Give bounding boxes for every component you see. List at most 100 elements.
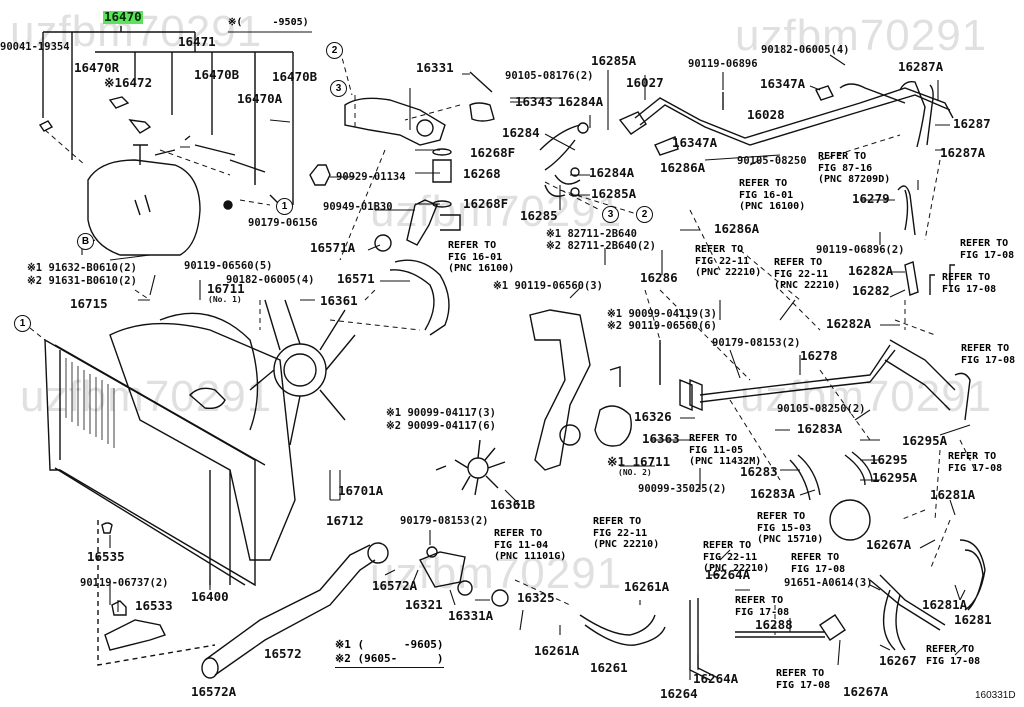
part-label[interactable]: 90119-06896(2): [816, 244, 905, 256]
part-label[interactable]: ※16472: [104, 75, 153, 90]
part-label[interactable]: 91651-A0614(3): [784, 577, 873, 589]
part-label[interactable]: ※1 90119-06560(3): [493, 280, 603, 292]
part-label[interactable]: 16535: [87, 549, 125, 564]
part-label[interactable]: 16361: [320, 293, 358, 308]
part-label[interactable]: 16264A: [705, 567, 751, 582]
part-label[interactable]: 16288: [755, 617, 793, 632]
part-label[interactable]: 16701A: [338, 483, 384, 498]
part-label[interactable]: ※2 91631-B0610(2): [27, 275, 137, 287]
part-label[interactable]: 16295A: [872, 470, 918, 485]
part-label[interactable]: 90105-08176(2): [505, 70, 594, 82]
part-label[interactable]: 16572A: [372, 578, 418, 593]
part-label[interactable]: 16261A: [624, 579, 670, 594]
part-label[interactable]: 16325: [517, 590, 555, 605]
part-label[interactable]: 16278: [800, 348, 838, 363]
part-label[interactable]: 16281: [954, 612, 992, 627]
part-label[interactable]: 16286A: [660, 160, 706, 175]
part-label[interactable]: ※2 90119-06560(6): [607, 320, 717, 332]
part-label[interactable]: 16281A: [930, 487, 976, 502]
part-label[interactable]: ※1 16711: [607, 454, 671, 469]
refer-to-note[interactable]: REFER TO FIG 17-08: [948, 451, 1003, 474]
part-label[interactable]: 16470B: [194, 67, 240, 82]
part-label[interactable]: 16572A: [191, 684, 237, 699]
part-label[interactable]: 16331: [416, 60, 454, 75]
part-label[interactable]: 16279: [852, 191, 890, 206]
part-label[interactable]: 16347A: [760, 76, 806, 91]
part-label[interactable]: 16471: [178, 34, 216, 49]
part-label[interactable]: 16286A: [714, 221, 760, 236]
refer-to-note[interactable]: REFER TO FIG 17-08: [776, 668, 831, 691]
part-label[interactable]: 16284A: [589, 165, 635, 180]
part-label[interactable]: 16264: [660, 686, 698, 701]
part-label[interactable]: 16284A: [558, 94, 604, 109]
part-label[interactable]: 16261: [590, 660, 628, 675]
part-label[interactable]: 16027: [626, 75, 664, 90]
part-label[interactable]: 16283A: [797, 421, 843, 436]
refer-to-note[interactable]: REFER TO FIG 15-03 (PNC 15710): [757, 511, 824, 545]
part-label[interactable]: 16295: [870, 452, 908, 467]
part-label[interactable]: ※1 90099-04119(3): [607, 308, 717, 320]
refer-to-note[interactable]: REFER TO FIG 16-01 (PNC 16100): [448, 240, 515, 274]
part-label[interactable]: 16470B: [272, 69, 318, 84]
refer-to-note[interactable]: REFER TO FIG 16-01 (PNC 16100): [739, 178, 806, 212]
part-label[interactable]: 16268F: [463, 196, 509, 211]
part-label[interactable]: 16361B: [490, 497, 536, 512]
part-label[interactable]: 16267A: [866, 537, 912, 552]
refer-to-note[interactable]: REFER TO FIG 22-11 (PNC 22210): [703, 540, 770, 574]
part-label[interactable]: 90105-08250(2): [777, 403, 866, 415]
part-label[interactable]: 16711: [207, 281, 245, 296]
part-label[interactable]: ※1 90099-04117(3): [386, 407, 496, 419]
part-label[interactable]: 16400: [191, 589, 229, 604]
part-label-16470-highlighted[interactable]: 16470: [103, 9, 143, 24]
part-label[interactable]: 16533: [135, 598, 173, 613]
part-label[interactable]: 16287: [953, 116, 991, 131]
part-label[interactable]: 90041-19354: [0, 41, 70, 53]
part-label[interactable]: 16712: [326, 513, 364, 528]
refer-to-note[interactable]: REFER TO FIG 17-08: [961, 343, 1016, 366]
part-label[interactable]: 16363: [642, 431, 680, 446]
part-label[interactable]: 16470A: [237, 91, 283, 106]
part-label[interactable]: 16295A: [902, 433, 948, 448]
part-label[interactable]: 16285: [520, 208, 558, 223]
part-label[interactable]: 16286: [640, 270, 678, 285]
part-label[interactable]: 16470R: [74, 60, 120, 75]
refer-to-note[interactable]: REFER TO FIG 17-08: [791, 552, 846, 575]
part-label[interactable]: ※1 91632-B0610(2): [27, 262, 137, 274]
part-label[interactable]: 16287A: [898, 59, 944, 74]
part-label[interactable]: 16281A: [922, 597, 968, 612]
part-label[interactable]: ※2 90099-04117(6): [386, 420, 496, 432]
part-label[interactable]: 16267: [879, 653, 917, 668]
part-label[interactable]: 16571A: [310, 240, 356, 255]
part-label[interactable]: ※2 82711-2B640(2): [546, 240, 656, 252]
refer-to-note[interactable]: REFER TO FIG 22-11 (PNC 22210): [593, 516, 660, 550]
part-label[interactable]: 90119-06896: [688, 58, 758, 70]
part-label[interactable]: 16715: [70, 296, 108, 311]
part-label[interactable]: 16285A: [591, 53, 637, 68]
part-label[interactable]: 90179-06156: [248, 217, 318, 229]
part-label[interactable]: 16283A: [750, 486, 796, 501]
part-label[interactable]: 90099-35025(2): [638, 483, 727, 495]
part-label[interactable]: 16287A: [940, 145, 986, 160]
part-label[interactable]: 90119-06560(5): [184, 260, 273, 272]
part-label[interactable]: 16284: [502, 125, 540, 140]
refer-to-note[interactable]: REFER TO FIG 17-08: [960, 238, 1015, 261]
part-label[interactable]: 16268F: [470, 145, 516, 160]
part-label[interactable]: 90182-06005(4): [761, 44, 850, 56]
refer-to-note[interactable]: REFER TO FIG 22-11 (PNC 22210): [774, 257, 841, 291]
refer-to-note[interactable]: REFER TO FIG 87-16 (PNC 87209D): [818, 151, 891, 185]
part-label[interactable]: 16347A: [672, 135, 718, 150]
part-label[interactable]: 90949-01B30: [323, 201, 393, 213]
part-label[interactable]: 16267A: [843, 684, 889, 699]
part-label[interactable]: 16285A: [591, 186, 637, 201]
part-label[interactable]: 16321: [405, 597, 443, 612]
refer-to-note[interactable]: REFER TO FIG 11-05 (PNC 11432M): [689, 433, 762, 467]
part-label[interactable]: 90179-08153(2): [712, 337, 801, 349]
part-label[interactable]: 90119-06737(2): [80, 577, 169, 589]
refer-to-note[interactable]: REFER TO FIG 11-04 (PNC 11101G): [494, 528, 567, 562]
part-label[interactable]: 90182-06005(4): [226, 274, 315, 286]
refer-to-note[interactable]: REFER TO FIG 17-08: [942, 272, 997, 295]
part-label[interactable]: ※1 82711-2B640: [546, 228, 637, 240]
refer-to-note[interactable]: REFER TO FIG 17-08: [926, 644, 981, 667]
part-label[interactable]: 16343: [515, 94, 553, 109]
part-label[interactable]: 16282A: [848, 263, 894, 278]
